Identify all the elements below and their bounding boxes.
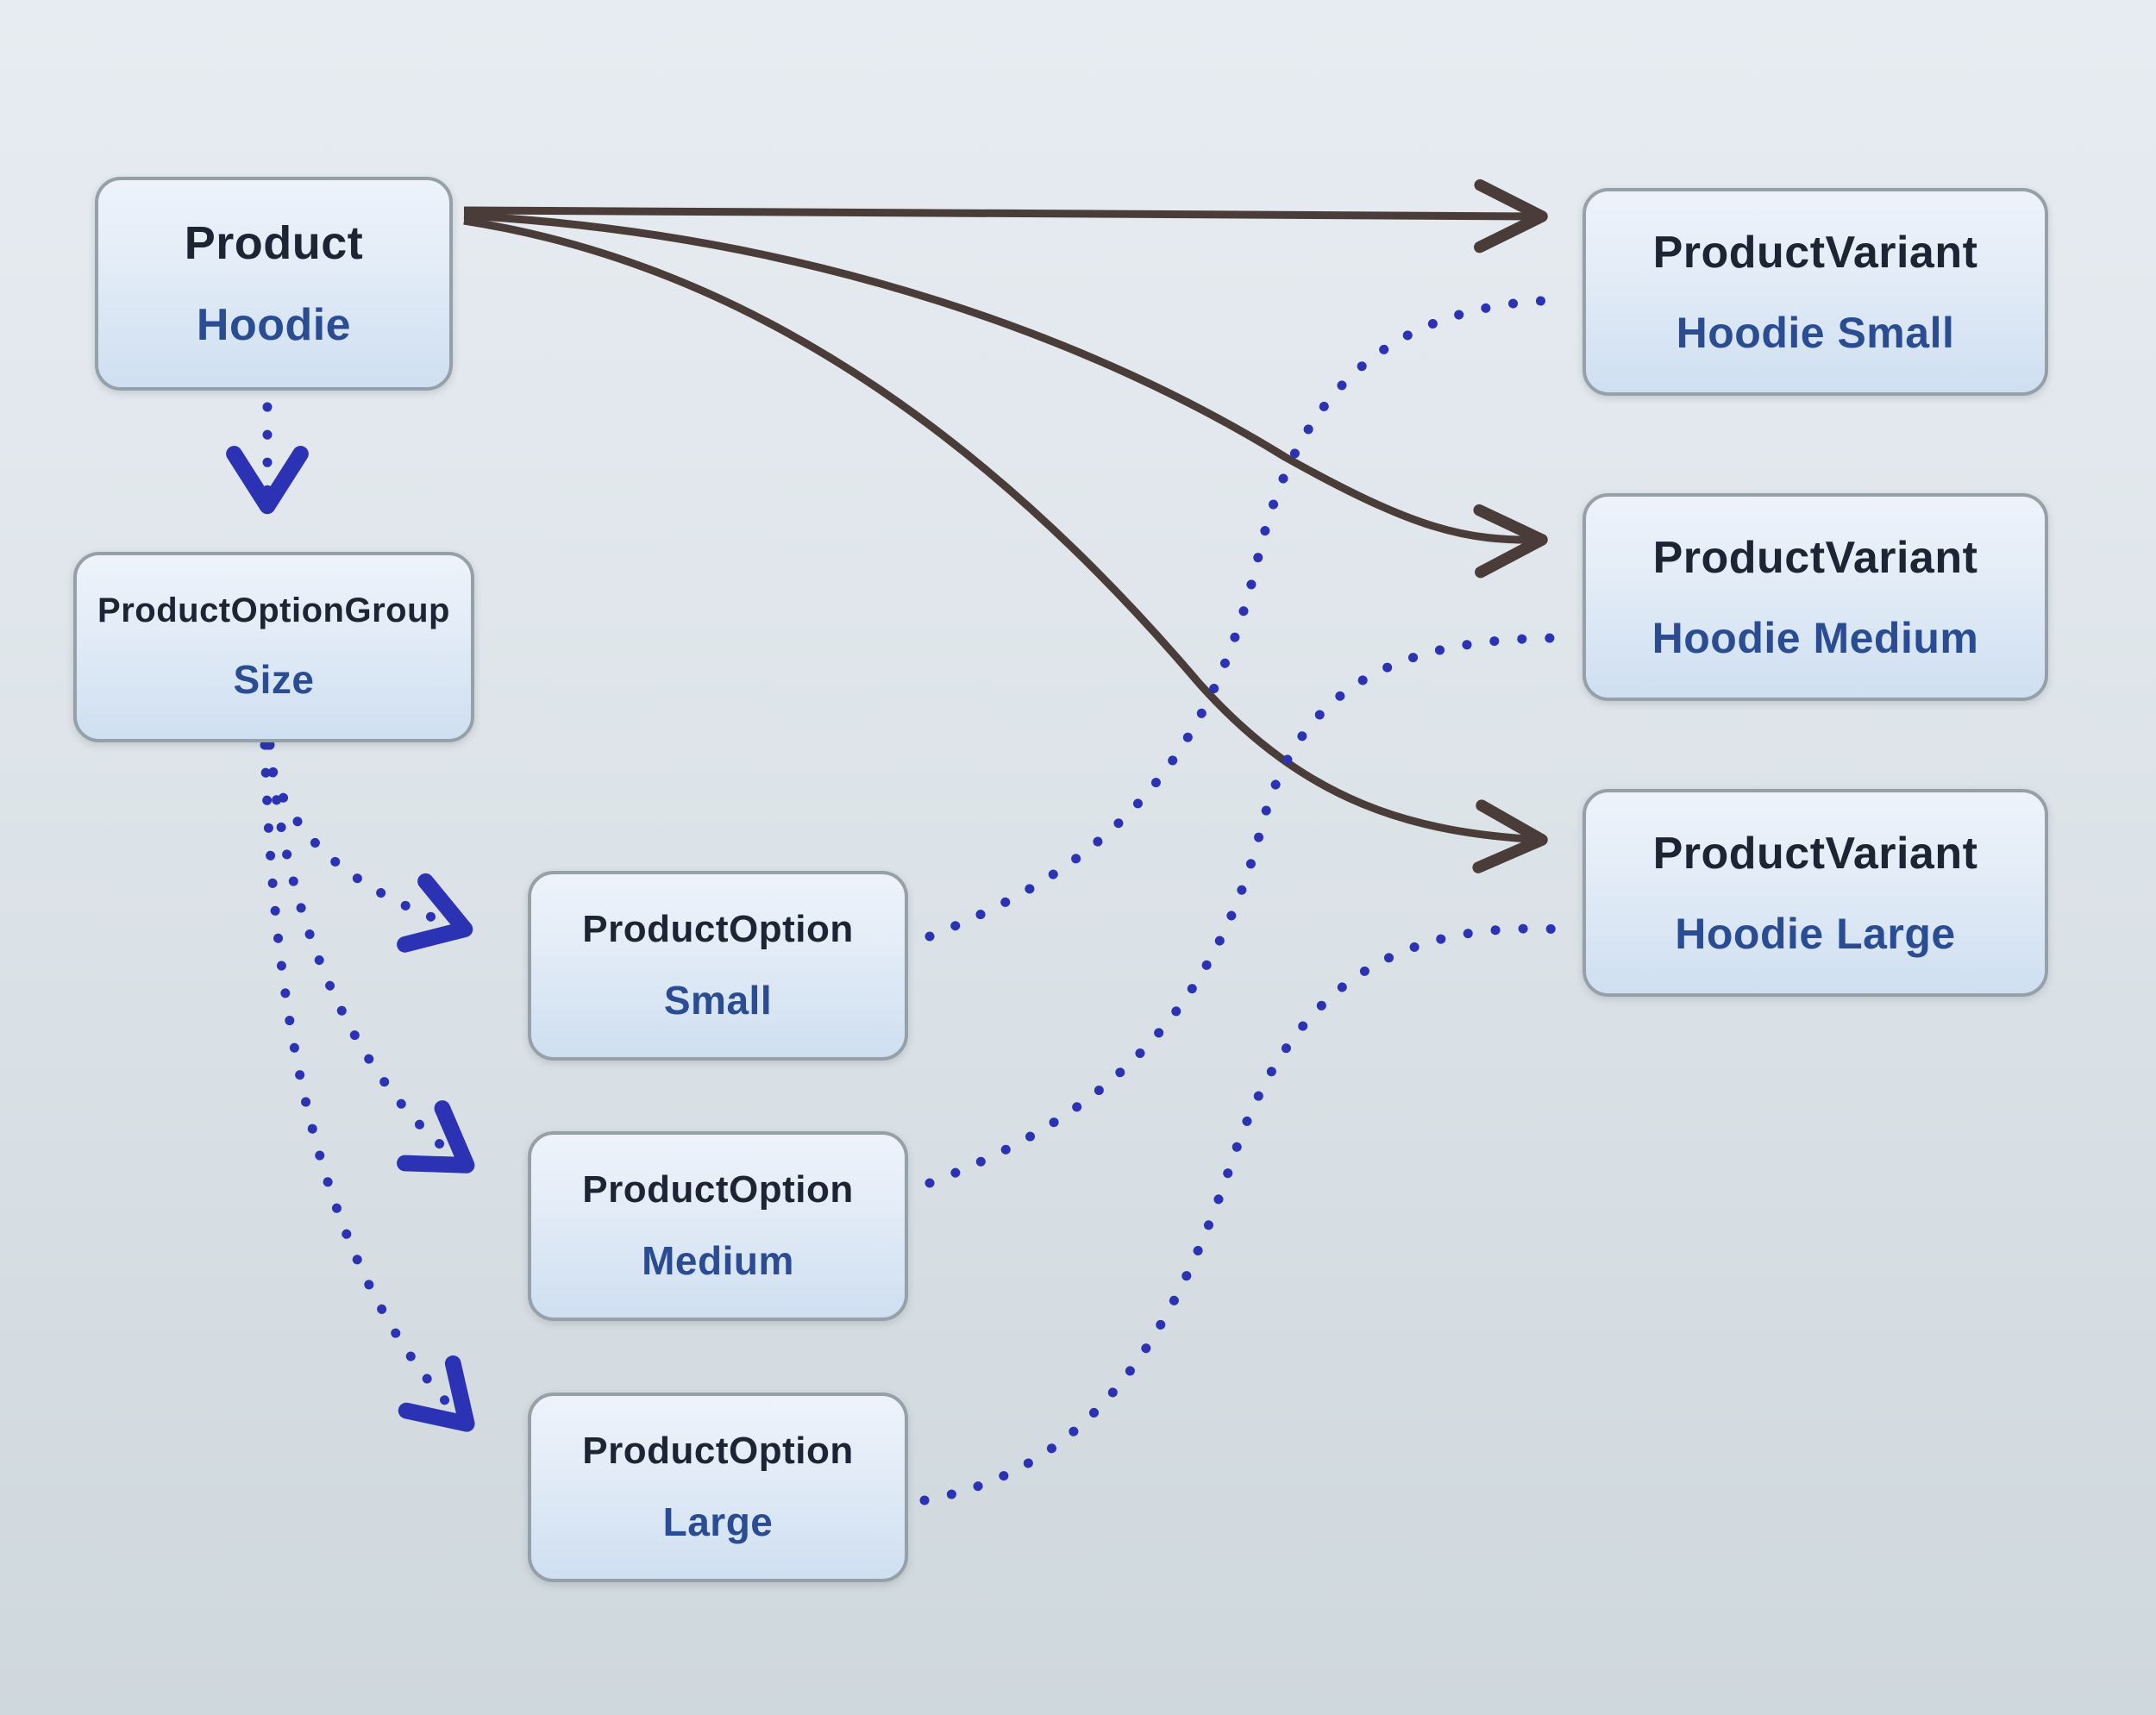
node-label: Small xyxy=(663,978,773,1023)
edge-group-to-option-large xyxy=(260,740,475,1432)
node-product-option-medium: ProductOption Medium xyxy=(528,1131,908,1321)
edge-option-small-to-variant-small xyxy=(924,295,1568,942)
node-label: Hoodie xyxy=(196,300,352,350)
node-type: ProductOption xyxy=(582,1168,854,1211)
node-product-option-large: ProductOption Large xyxy=(528,1393,908,1582)
node-product-variant-small: ProductVariant Hoodie Small xyxy=(1583,188,2048,396)
edge-product-to-variant-small xyxy=(463,178,1548,253)
edge-option-large-to-variant-large xyxy=(919,923,1568,1505)
node-type: ProductVariant xyxy=(1652,532,1978,583)
node-label: Hoodie Medium xyxy=(1651,613,1979,662)
node-product-option-small: ProductOption Small xyxy=(528,871,908,1061)
node-type: ProductVariant xyxy=(1652,828,1978,879)
node-product-variant-medium: ProductVariant Hoodie Medium xyxy=(1583,493,2048,701)
node-product-option-group: ProductOptionGroup Size xyxy=(73,552,474,742)
node-product: Product Hoodie xyxy=(95,177,453,391)
edge-group-to-option-small xyxy=(262,740,473,953)
node-type: Product xyxy=(184,217,364,269)
node-label: Large xyxy=(662,1499,774,1544)
node-type: ProductOption xyxy=(582,908,854,950)
edge-product-to-variant-medium xyxy=(463,211,1548,579)
node-label: Hoodie Small xyxy=(1676,308,1955,357)
node-type: ProductVariant xyxy=(1652,227,1978,278)
node-label: Size xyxy=(233,657,315,702)
node-label: Medium xyxy=(642,1238,794,1283)
edge-option-medium-to-variant-medium xyxy=(924,633,1557,1188)
node-type: ProductOptionGroup xyxy=(97,591,450,629)
node-type: ProductOption xyxy=(582,1430,854,1472)
edge-product-to-variant-large xyxy=(463,216,1548,873)
node-label: Hoodie Large xyxy=(1675,909,1956,958)
edge-group-to-option-medium xyxy=(265,740,475,1174)
node-product-variant-large: ProductVariant Hoodie Large xyxy=(1583,789,2048,997)
